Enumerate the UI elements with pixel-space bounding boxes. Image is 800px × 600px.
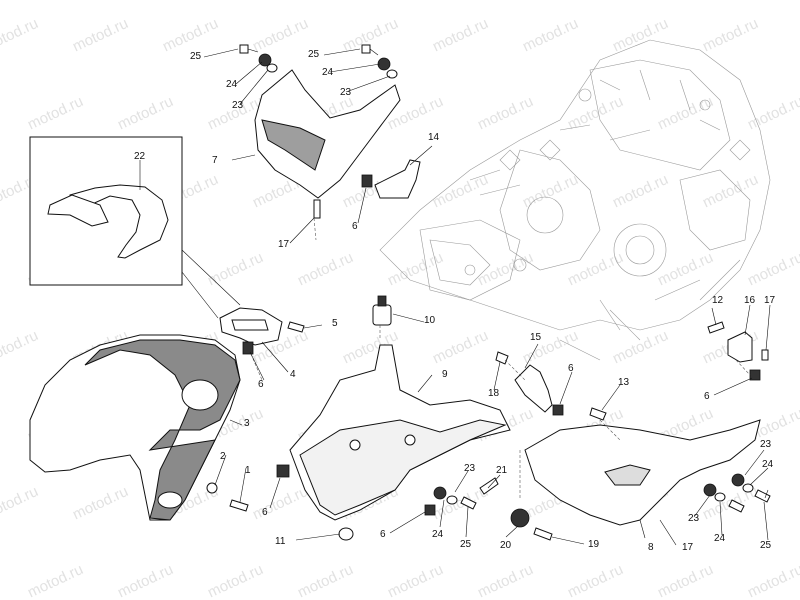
callout-6: 6 [352,221,358,232]
callout-18: 18 [488,388,500,399]
callout-25: 25 [460,539,472,550]
callout-9: 9 [442,369,448,380]
detail-inset [29,136,241,319]
callout-24: 24 [714,533,726,544]
callout-1: 1 [245,465,251,476]
callout-3: 3 [244,418,250,429]
callout-25: 25 [190,51,202,62]
callout-14: 14 [428,132,440,143]
callout-25: 25 [760,540,772,551]
callout-15: 15 [530,332,542,343]
callout-17: 17 [278,239,290,250]
callout-20: 20 [500,540,512,551]
callout-6: 6 [704,391,710,402]
callout-5: 5 [332,318,338,329]
callout-2: 2 [220,451,226,462]
part-4-fender-bracket [219,307,283,381]
callout-6: 6 [568,363,574,374]
callout-11: 11 [275,536,286,547]
callout-17: 17 [764,295,776,306]
callout-13: 13 [618,377,630,388]
callout-16: 16 [744,295,756,306]
callout-22: 22 [134,151,146,162]
callout-24: 24 [226,79,238,90]
callout-7: 7 [212,155,218,166]
callout-24: 24 [432,529,444,540]
callout-17: 17 [682,542,694,553]
callout-23: 23 [688,513,700,524]
callout-24: 24 [322,67,334,78]
callout-6: 6 [380,529,386,540]
part-15-bracket [514,364,553,413]
callout-23: 23 [232,100,244,111]
callout-23: 23 [760,439,772,450]
fasteners [206,44,771,541]
engine-outline [379,39,771,361]
callout-6: 6 [262,507,268,518]
callout-6: 6 [258,379,264,390]
callout-12: 12 [712,295,724,306]
callout-25: 25 [308,49,320,60]
callout-4: 4 [290,369,296,380]
callout-21: 21 [496,465,508,476]
leader-lines [203,48,771,546]
callout-23: 23 [340,87,352,98]
callout-19: 19 [588,539,600,550]
part-9-belly-pan [289,344,511,521]
part-7-upper-cowl [231,69,401,199]
part-14-bracket [374,145,433,199]
callout-10: 10 [424,315,436,326]
callout-24: 24 [762,459,774,470]
callout-8: 8 [648,542,654,553]
callout-23: 23 [464,463,476,474]
part-3-front-fender [29,334,243,521]
part-16-bracket [727,331,753,363]
part-8-belly-pan-right [524,419,761,539]
